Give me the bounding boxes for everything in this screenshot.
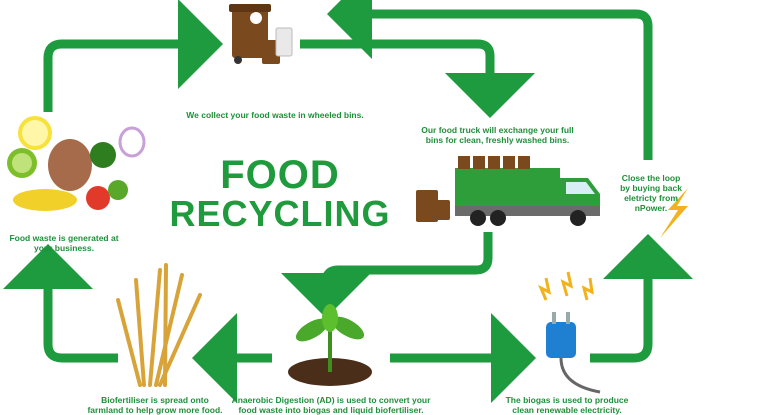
arrow-fertiliser-to-generated [3, 244, 118, 363]
arrow-plug-to-loop [590, 234, 693, 363]
title-line-2: RECYCLING [169, 193, 391, 234]
step-anaerobic-caption: Anaerobic Digestion (AD) is used to conv… [231, 395, 431, 415]
arrow-loop-to-collect [327, 0, 653, 160]
electric-plug-illustration [538, 271, 601, 394]
food-truck-illustration [416, 156, 600, 226]
title-line-1: FOOD [220, 153, 340, 197]
arrow-generated-to-collect [43, 0, 223, 112]
arrow-truck-to-ad [281, 232, 493, 318]
step-collect-caption: We collect your food waste in wheeled bi… [186, 110, 364, 120]
step-close-loop-caption: Close the loop by buying back eletricty … [620, 173, 682, 213]
step-generated-caption: Food waste is generated at your business… [9, 233, 119, 253]
step-truck-caption: Our food truck will exchange your full b… [421, 125, 574, 145]
plant-illustration [288, 304, 372, 386]
arrow-collect-to-truck [300, 39, 535, 118]
food-waste-illustration [7, 116, 146, 211]
wheeled-bins-illustration [229, 4, 293, 64]
step-biofertiliser-caption: Biofertiliser is spread onto farmland to… [87, 395, 223, 415]
step-biogas-caption: The biogas is used to produce clean rene… [505, 395, 629, 415]
wheat-illustration [116, 263, 202, 387]
